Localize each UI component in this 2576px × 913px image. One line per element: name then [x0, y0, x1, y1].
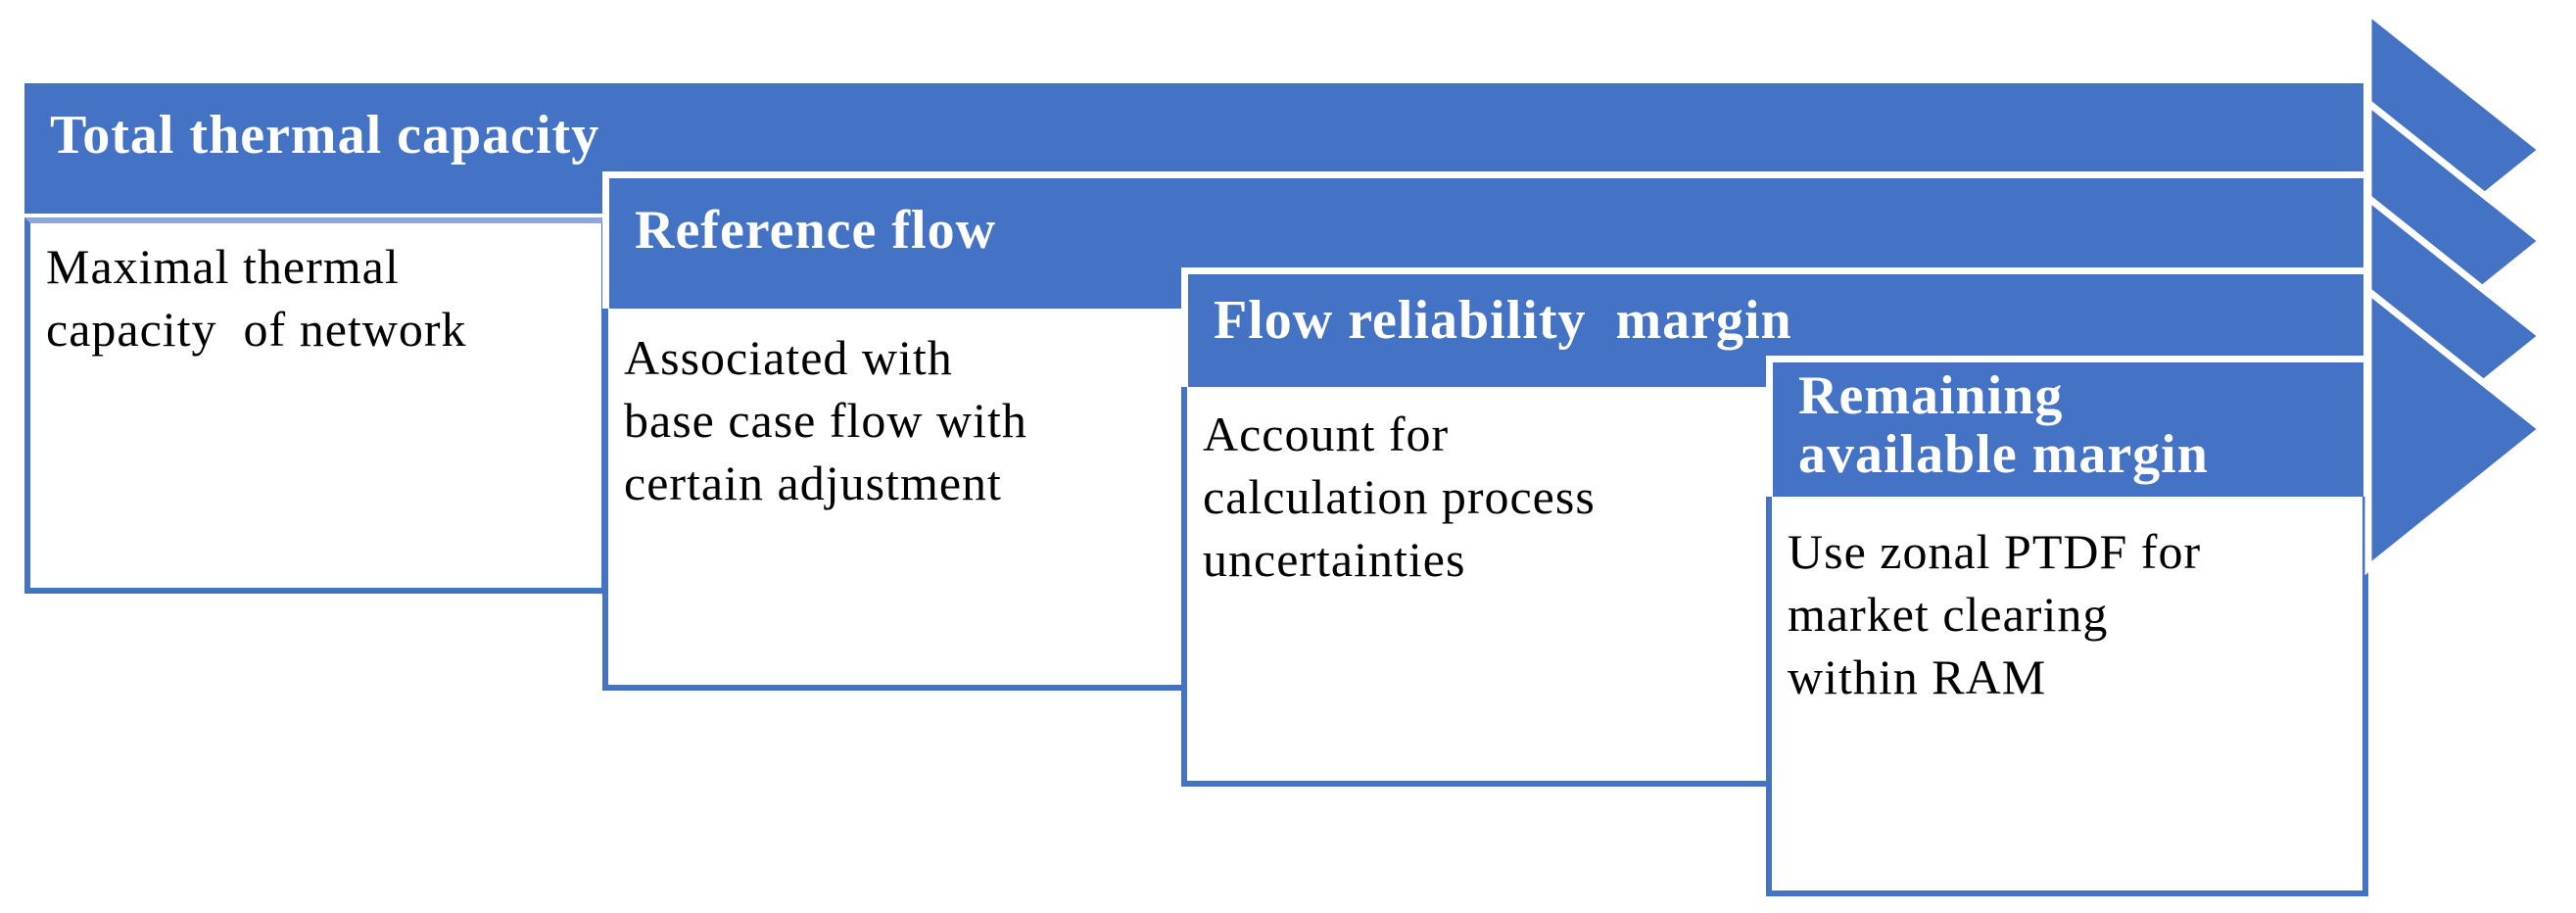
arrow-chevron-4-icon [2364, 283, 2548, 576]
step-title: Remaining available margin [1798, 365, 2209, 485]
step-title: Reference flow [635, 200, 997, 261]
step-body-remaining-available-margin: Use zonal PTDF for market clearing withi… [1766, 497, 2368, 896]
step-description: Use zonal PTDF for market clearing withi… [1788, 524, 2202, 704]
step-body-flow-reliability-margin: Account for calculation process uncertai… [1181, 387, 1773, 787]
step-description: Associated with base case flow with cert… [624, 330, 1027, 510]
step-description: Maximal thermal capacity of network [46, 239, 467, 357]
step-header-remaining-available-margin: Remaining available margin [1766, 356, 2363, 497]
step-description: Account for calculation process uncertai… [1203, 407, 1596, 587]
arrow-chevron-2-icon [2364, 95, 2548, 388]
step-body-total-thermal-capacity: Maximal thermal capacity of network [24, 217, 607, 594]
arrow-chevron-1-icon [2364, 4, 2548, 297]
step-body-reference-flow: Associated with base case flow with cert… [602, 309, 1188, 691]
step-title: Total thermal capacity [50, 105, 600, 166]
arrow-chevron-3-icon [2364, 190, 2548, 483]
step-title: Flow reliability margin [1214, 290, 1792, 351]
